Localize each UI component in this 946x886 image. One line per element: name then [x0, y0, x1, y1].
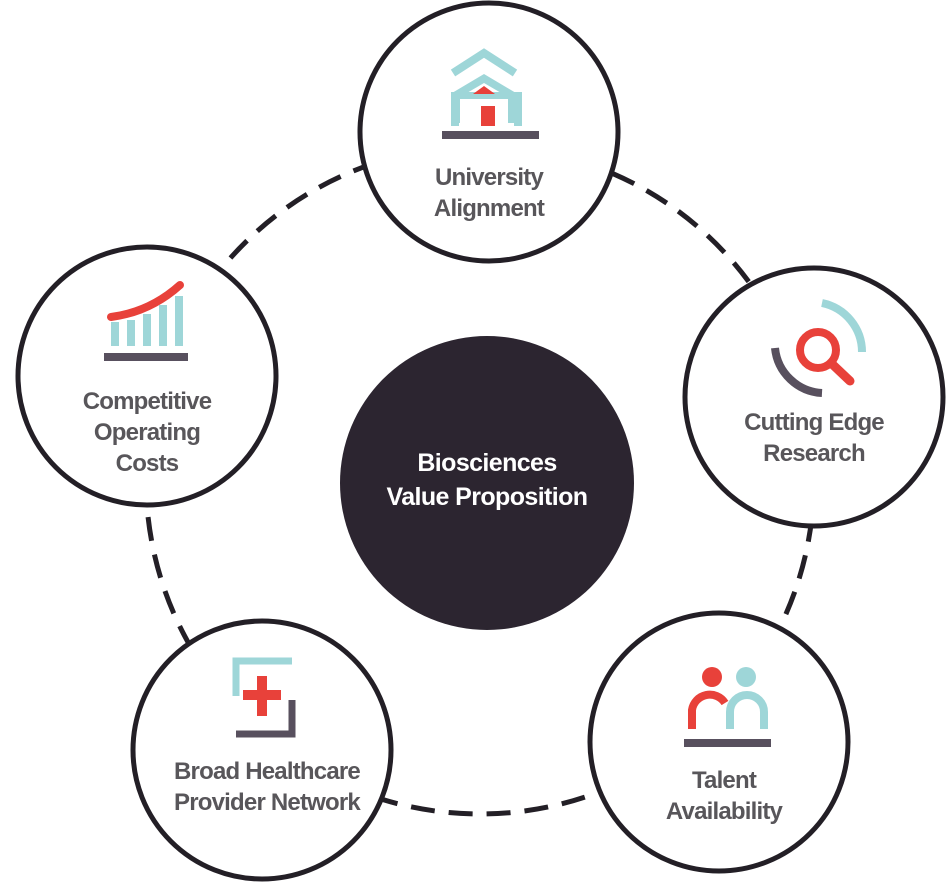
university-building-icon: [442, 48, 539, 139]
people-icon: [684, 667, 771, 747]
node-label-research-line2: Research: [763, 440, 865, 467]
center-label-line1: Biosciences: [417, 449, 557, 477]
node-label-university-line2: Alignment: [433, 195, 545, 222]
node-circle-healthcare: [130, 618, 394, 882]
center-label: Biosciences Value Proposition: [347, 446, 627, 514]
medical-cross-icon: [232, 657, 296, 738]
growth-chart-icon: [104, 281, 188, 361]
node-label-talent-line2: Availability: [665, 798, 783, 825]
node-label-costs: Competitive Operating Costs: [47, 386, 247, 479]
node-label-costs-line3: Costs: [115, 450, 179, 477]
node-circle-costs: [15, 244, 279, 508]
node-label-healthcare-line2: Provider Network: [174, 789, 361, 816]
node-label-university: University Alignment: [389, 162, 589, 224]
center-circle: [340, 336, 634, 630]
node-label-healthcare: Broad Healthcare Provider Network: [147, 756, 387, 818]
node-label-healthcare-line1: Broad Healthcare: [174, 758, 361, 785]
node-circle-research: [682, 265, 946, 529]
magnifier-search-icon: [771, 299, 866, 397]
node-label-research: Cutting Edge Research: [714, 407, 914, 469]
node-label-costs-line1: Competitive: [82, 388, 212, 415]
center-label-line2: Value Proposition: [386, 483, 589, 511]
node-label-research-line1: Cutting Edge: [744, 409, 885, 436]
node-label-talent: Talent Availability: [624, 765, 824, 827]
node-label-university-line1: University: [434, 164, 544, 191]
node-label-costs-line2: Operating: [93, 419, 201, 446]
node-label-talent-line1: Talent: [691, 767, 757, 794]
